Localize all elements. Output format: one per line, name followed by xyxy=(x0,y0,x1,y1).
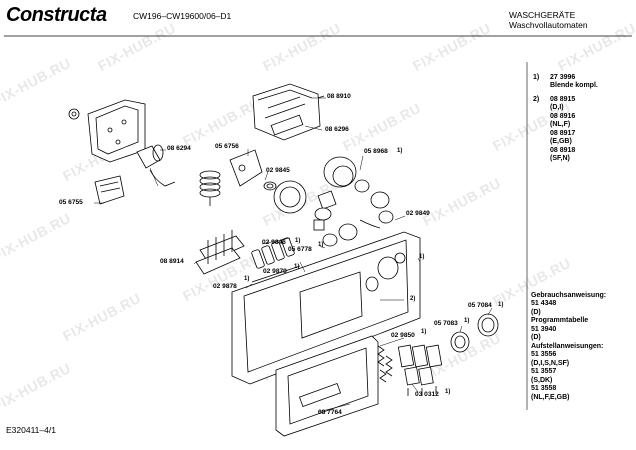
manual-line: Gebrauchsanweisung: xyxy=(531,292,607,299)
callout-mark: 1) xyxy=(294,264,300,270)
cap-bushing xyxy=(263,181,277,191)
interference-capacitor xyxy=(136,144,176,187)
footnote-line: (D,I) xyxy=(550,104,564,111)
detergent-drawer-panel xyxy=(275,335,379,437)
part-label: 02 9846 xyxy=(262,239,286,246)
footnote-line: 08 8917 xyxy=(550,130,576,137)
part-label: 05 8968 xyxy=(364,148,388,155)
control-panel-fascia xyxy=(231,231,421,385)
footnote-line: Blende kompl. xyxy=(550,82,598,89)
spring-set xyxy=(377,345,393,383)
manual-line: 51 3940 xyxy=(531,326,557,333)
selector-switch-housing xyxy=(229,149,263,187)
callout-mark: 1) xyxy=(419,254,425,260)
selector-shafts xyxy=(313,190,394,247)
part-label: 05 6756 xyxy=(215,143,239,150)
footnote-line: 08 8918 xyxy=(550,147,576,154)
callout-mark: 1) xyxy=(464,318,470,324)
part-label: 02 9845 xyxy=(266,167,290,174)
part-label: 02 9849 xyxy=(406,210,430,217)
model-number: CW196–CW19600/06–D1 xyxy=(133,11,232,21)
footnote-line: 27 3996 xyxy=(550,74,576,81)
manual-line: 51 3557 xyxy=(531,368,557,375)
program-timer-module xyxy=(252,83,325,141)
knob-top-right xyxy=(323,156,357,188)
part-label: 05 7084 xyxy=(468,302,492,309)
manual-line: (S,DK) xyxy=(531,377,553,384)
footnote-number: 1) xyxy=(533,74,540,81)
manual-line: (NL,F,E,GB) xyxy=(531,394,570,401)
suppressor-box xyxy=(94,175,125,205)
manual-line: 51 3556 xyxy=(531,351,557,358)
pushbutton-keys xyxy=(251,237,303,291)
footnote-line: 08 8916 xyxy=(550,113,576,120)
manual-line: Programmtabelle xyxy=(531,317,589,324)
part-label: 03 0312 xyxy=(415,391,439,398)
knob-large xyxy=(273,180,307,214)
indicator-knob-left xyxy=(450,331,470,353)
nut-part xyxy=(68,108,80,120)
category-title: WASCHGERÄTE xyxy=(509,10,576,20)
footnote-line: 08 8915 xyxy=(550,96,576,103)
part-label: 05 7083 xyxy=(434,320,458,327)
spring-coil xyxy=(199,170,221,206)
part-label: 08 8914 xyxy=(160,258,184,265)
callout-mark: 1) xyxy=(397,148,403,154)
leader-lines xyxy=(94,97,493,413)
part-label: 05 6778 xyxy=(288,246,312,253)
part-label: 08 7764 xyxy=(318,409,342,416)
mounting-bracket xyxy=(87,99,146,163)
part-label: 08 8910 xyxy=(327,93,351,100)
callout-mark: 1) xyxy=(295,238,301,244)
footnote-line: (SF,N) xyxy=(550,155,570,162)
part-label: 05 6755 xyxy=(59,199,83,206)
document-code: E320411–4/1 xyxy=(6,425,56,435)
part-label: 08 6294 xyxy=(167,145,191,152)
footnote-line: (NL,F) xyxy=(550,121,571,128)
callout-mark: 1) xyxy=(498,302,504,308)
manual-line: Aufstellanweisungen: xyxy=(531,343,604,350)
part-label: 02 9850 xyxy=(391,332,415,339)
manual-line: 51 4348 xyxy=(531,300,557,307)
knob-sleeve xyxy=(354,179,390,209)
category-subtitle: Waschvollautomaten xyxy=(509,20,588,30)
callout-mark: 1) xyxy=(445,389,451,395)
part-label: 08 6296 xyxy=(325,126,349,133)
callout-mark: 1) xyxy=(421,329,427,335)
callout-mark: 1) xyxy=(244,276,250,282)
footnote-line: (E,GB) xyxy=(550,138,572,145)
footnote-number: 2) xyxy=(533,96,540,103)
callout-mark: 1) xyxy=(318,242,324,248)
indicator-knob-right xyxy=(477,313,499,337)
callout-mark: 2) xyxy=(410,296,416,302)
button-strip xyxy=(195,230,245,275)
manual-line: (D) xyxy=(531,334,541,341)
manual-line: 51 3558 xyxy=(531,385,557,392)
manual-line: (D) xyxy=(531,309,541,316)
part-label: 02 9878 xyxy=(213,283,237,290)
switch-block xyxy=(397,344,443,396)
part-label: 02 9879 xyxy=(263,268,287,275)
manual-line: (D,I,S,N,SF) xyxy=(531,360,570,367)
brand-logo: Constructa xyxy=(6,4,107,26)
